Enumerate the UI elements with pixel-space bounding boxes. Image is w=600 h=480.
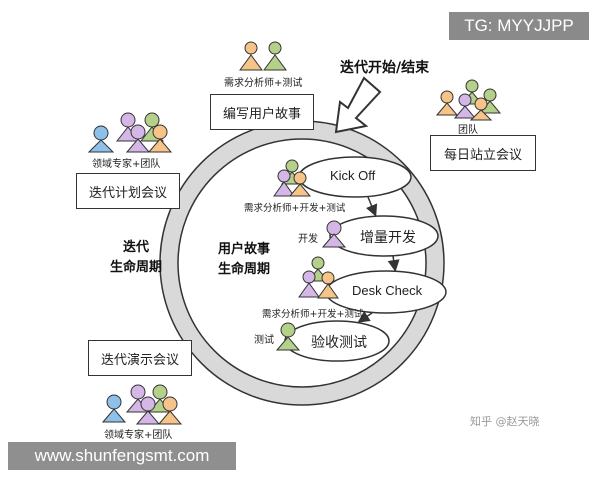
iteration-lifecycle-label: 迭代 生命周期 [108, 238, 164, 278]
group-kickoff-people-icon [273, 159, 312, 197]
iteration-demo-role-label: 领域专家+团队 [104, 430, 173, 441]
daily-standup-label: 每日站立会议 [443, 147, 522, 163]
group-planning-people-icon [87, 112, 173, 153]
arrow-kickoff-to-dev [366, 196, 378, 217]
story-lifecycle-line2: 生命周期 [217, 262, 270, 277]
group-standup-people-icon [435, 79, 502, 121]
step-dev-label: 增量开发 [360, 230, 416, 246]
iteration-start-arrow [334, 76, 382, 134]
iteration-lifecycle-line2: 生命周期 [109, 260, 162, 275]
step-kickoff-label: Kick Off [330, 168, 376, 183]
step-dev-ellipse [329, 215, 439, 257]
iteration-demo-label: 迭代演示会议 [100, 352, 179, 368]
story-writing-box: 编写用户故事 [210, 94, 314, 130]
iteration-planning-label: 迭代计划会议 [88, 185, 167, 201]
arrow-deskcheck-to-test [357, 311, 373, 323]
iteration-lifecycle-line1: 迭代 [122, 240, 149, 255]
kickoff-role-label: 需求分析师+开发+测试 [244, 203, 346, 214]
iteration-start-end-title: 迭代开始/结束 [340, 60, 430, 76]
site-watermark: www.shunfengsmt.com [8, 442, 236, 470]
iteration-demo-box: 迭代演示会议 [88, 340, 192, 376]
group-dev-person-icon [321, 220, 347, 248]
group-demo-people-icon [101, 384, 183, 425]
iteration-planning-box: 迭代计划会议 [76, 173, 180, 209]
step-test-label: 验收测试 [311, 335, 367, 351]
story-writing-label: 编写用户故事 [222, 106, 301, 122]
story-writing-role-label: 需求分析师+测试 [224, 78, 303, 89]
dev-role-label: 开发 [298, 234, 318, 245]
group-test-person-icon [275, 322, 301, 351]
daily-standup-box: 每日站立会议 [430, 135, 536, 171]
story-lifecycle-line1: 用户故事 [217, 242, 270, 257]
arrow-dev-to-deskcheck [387, 255, 400, 272]
telegram-watermark: TG: MYYJJPP [449, 12, 589, 40]
zhihu-watermark: 知乎 @赵天晓 [470, 415, 540, 428]
group-story-writing-people-icon [239, 41, 287, 71]
story-lifecycle-label: 用户故事 生命周期 [214, 240, 274, 280]
test-role-label: 测试 [254, 335, 274, 346]
daily-standup-role-label: 团队 [458, 125, 478, 136]
group-deskcheck-people-icon [298, 256, 339, 299]
step-deskcheck-label: Desk Check [352, 283, 423, 298]
iteration-planning-role-label: 领域专家+团队 [92, 159, 161, 170]
deskcheck-role-label: 需求分析师+开发+测试 [262, 309, 364, 320]
